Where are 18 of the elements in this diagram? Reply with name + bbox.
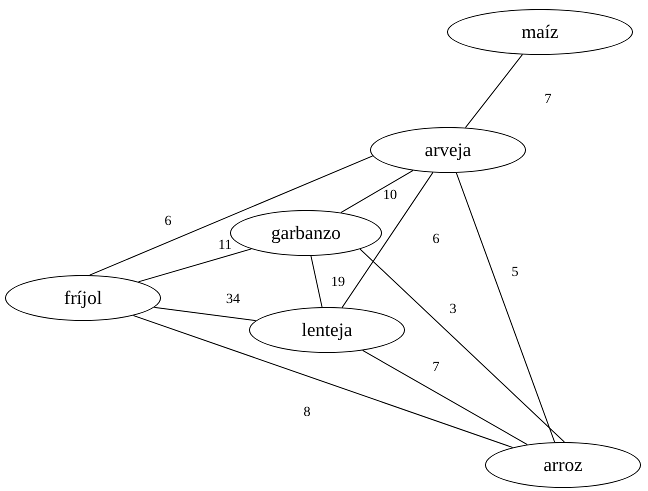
node-label: lenteja	[302, 320, 352, 340]
edge-line	[340, 170, 414, 214]
edge-line	[132, 315, 514, 448]
node-label: arroz	[543, 456, 583, 474]
edge-line	[464, 54, 523, 128]
edge-line	[360, 248, 565, 442]
node-label: maíz	[522, 22, 558, 42]
edge-line	[456, 172, 556, 443]
edge-line	[342, 172, 434, 308]
edge-line	[89, 155, 374, 276]
ellipse-node	[230, 210, 382, 256]
edge-line	[362, 350, 528, 446]
edge-line	[310, 255, 323, 308]
edge-line	[154, 306, 256, 322]
node-label: garbanzo	[271, 224, 341, 242]
node-label: arveja	[424, 140, 472, 160]
edge-line	[138, 248, 252, 282]
node-label: fríjol	[64, 288, 102, 308]
